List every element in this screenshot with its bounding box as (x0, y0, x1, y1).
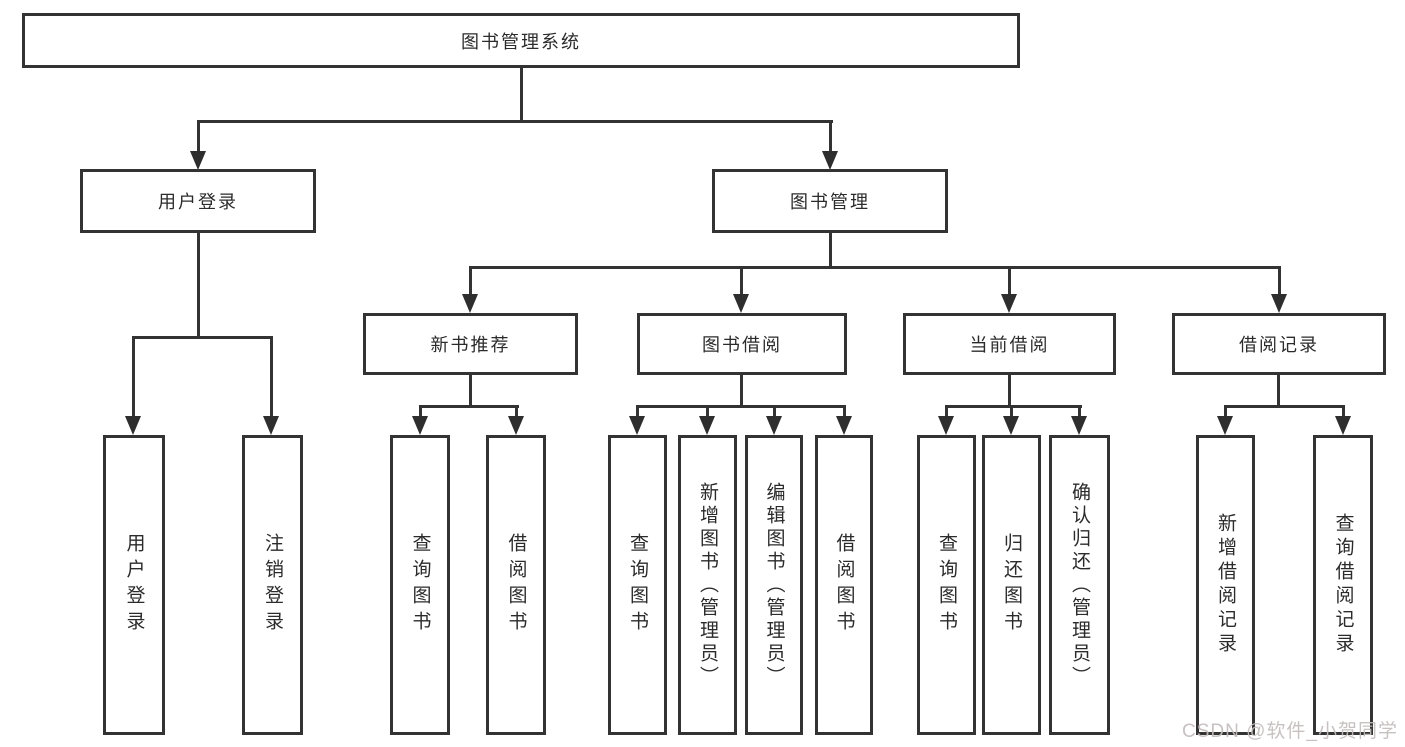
connector-drop-book-borrow (740, 266, 743, 296)
leaf-query-books-current-label: 查询图书 (936, 533, 957, 637)
node-book-borrow: 图书借阅 (637, 313, 847, 375)
leaf-add-books-admin: 新增图书（管理员） (678, 435, 737, 735)
node-user-login-label: 用户登录 (158, 192, 238, 212)
arrowhead-query-borrow-record (1335, 416, 1351, 435)
leaf-add-books-admin-label: 新增图书（管理员） (697, 481, 718, 689)
connector-drop-new-book-recommend (469, 266, 472, 296)
leaf-edit-books-admin: 编辑图书（管理员） (745, 435, 803, 735)
connector-drop-borrow-books-recommend (515, 405, 518, 418)
arrowhead-borrow-books (836, 416, 852, 435)
leaf-user-login: 用户登录 (103, 435, 165, 735)
arrowhead-confirm-return-admin (1071, 416, 1087, 435)
leaf-return-books-label: 归还图书 (1001, 533, 1022, 637)
leaf-user-login-label: 用户登录 (123, 533, 145, 637)
connector-level2-bar (197, 120, 833, 123)
node-root: 图书管理系统 (22, 13, 1020, 68)
arrowhead-user-login (190, 151, 206, 170)
arrowhead-borrow-books-recommend (508, 416, 524, 435)
leaf-confirm-return-admin-label: 确认归还（管理员） (1069, 481, 1090, 689)
connector-drop-current-borrow (1008, 266, 1011, 296)
connector-new-book-recommend-trunk (469, 375, 472, 408)
leaf-borrow-books-label: 借阅图书 (833, 533, 855, 637)
connector-user-login-trunk (197, 232, 200, 336)
leaf-return-books: 归还图书 (982, 435, 1041, 735)
leaf-query-borrow-record: 查询借阅记录 (1313, 435, 1373, 735)
leaf-logout-label: 注销登录 (262, 533, 283, 637)
node-user-login: 用户登录 (80, 169, 316, 233)
node-borrow-records-label: 借阅记录 (1239, 335, 1319, 355)
arrowhead-edit-books-admin (766, 416, 782, 435)
connector-drop-book-management (829, 120, 832, 153)
node-book-management: 图书管理 (712, 169, 948, 233)
arrowhead-add-borrow-record (1217, 416, 1233, 435)
arrowhead-leaf-logout (263, 416, 279, 435)
leaf-borrow-books-recommend: 借阅图书 (486, 435, 546, 735)
arrowhead-book-management (822, 151, 838, 170)
node-new-book-recommend-label: 新书推荐 (430, 335, 511, 355)
connector-drop-query-borrow-record (1342, 405, 1345, 418)
arrowhead-add-books-admin (699, 416, 715, 435)
connector-new-book-recommend-bar (419, 405, 519, 408)
connector-drop-borrow-records (1278, 266, 1281, 296)
connector-current-borrow-trunk (1008, 375, 1011, 408)
leaf-borrow-books: 借阅图书 (815, 435, 873, 735)
node-current-borrow: 当前借阅 (903, 313, 1116, 375)
connector-user-login-bar (132, 336, 273, 339)
leaf-query-books-current: 查询图书 (917, 435, 976, 735)
node-root-label: 图书管理系统 (461, 31, 581, 52)
leaf-query-books-borrow-label: 查询图书 (627, 533, 648, 637)
connector-drop-user-login (197, 120, 200, 153)
arrowhead-new-book-recommend (462, 294, 478, 313)
leaf-edit-books-admin-label: 编辑图书（管理员） (763, 481, 785, 689)
connector-borrow-records-trunk (1277, 375, 1280, 408)
leaf-query-books-recommend: 查询图书 (390, 435, 450, 735)
connector-drop-leaf-user-login (132, 336, 135, 418)
leaf-borrow-books-recommend-label: 借阅图书 (505, 533, 527, 637)
leaf-confirm-return-admin: 确认归还（管理员） (1049, 435, 1110, 735)
node-current-borrow-label: 当前借阅 (969, 335, 1050, 355)
connector-level3-bar (469, 266, 1281, 269)
arrowhead-query-books-borrow (629, 416, 645, 435)
connector-drop-add-borrow-record (1224, 405, 1227, 418)
node-new-book-recommend: 新书推荐 (363, 313, 578, 375)
arrowhead-book-borrow (733, 294, 749, 313)
connector-root-trunk (520, 68, 523, 120)
connector-drop-query-books-current (945, 405, 948, 418)
connector-drop-return-books (1010, 405, 1013, 418)
arrowhead-current-borrow (1001, 294, 1017, 313)
connector-drop-edit-books-admin (773, 405, 776, 418)
arrowhead-return-books (1003, 416, 1019, 435)
connector-book-borrow-trunk (740, 375, 743, 408)
leaf-add-borrow-record-label: 新增借阅记录 (1215, 513, 1236, 657)
connector-drop-query-books-borrow (636, 405, 639, 418)
connector-book-borrow-bar (636, 405, 846, 408)
connector-drop-leaf-logout (270, 336, 273, 418)
arrowhead-query-books-current (938, 416, 954, 435)
connector-borrow-records-bar (1224, 405, 1345, 408)
leaf-query-books-recommend-label: 查询图书 (409, 533, 431, 637)
arrowhead-leaf-user-login (125, 416, 141, 435)
leaf-query-borrow-record-label: 查询借阅记录 (1332, 513, 1354, 657)
connector-book-management-trunk (829, 232, 832, 269)
connector-drop-borrow-books (843, 405, 846, 418)
leaf-query-books-borrow: 查询图书 (608, 435, 667, 735)
connector-drop-query-books-recommend (419, 405, 422, 418)
node-book-borrow-label: 图书借阅 (702, 335, 782, 355)
node-borrow-records: 借阅记录 (1172, 313, 1386, 375)
connector-drop-add-books-admin (706, 405, 709, 418)
node-book-management-label: 图书管理 (790, 192, 870, 212)
csdn-watermark: CSDN @软件_小贺同学 (1182, 721, 1398, 742)
arrowhead-query-books-recommend (412, 416, 428, 435)
connector-drop-confirm-return-admin (1078, 405, 1081, 418)
leaf-logout: 注销登录 (242, 435, 303, 735)
leaf-add-borrow-record: 新增借阅记录 (1196, 435, 1255, 735)
arrowhead-borrow-records (1271, 294, 1287, 313)
connector-current-borrow-bar (945, 405, 1082, 408)
